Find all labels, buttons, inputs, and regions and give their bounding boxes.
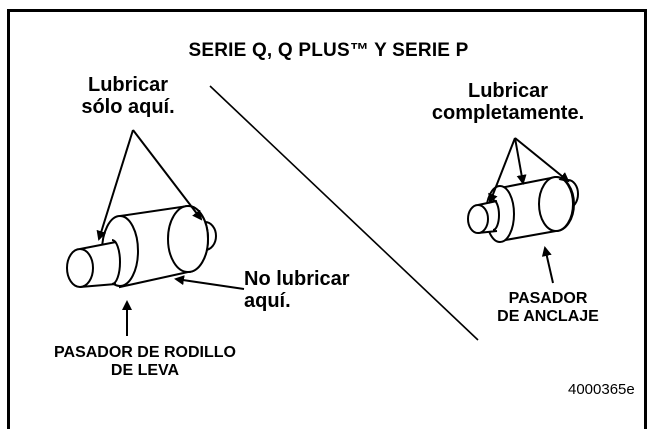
lubricate-arrows-right: [488, 137, 570, 204]
lubricate-label-line-1: Lubricar: [467, 80, 549, 102]
figure-id: 4000365e: [568, 381, 635, 398]
do-not-lubricate-label: No lubricar aquí.: [244, 268, 350, 313]
figure-title: SERIE Q, Q PLUS™ Y SERIE P: [188, 40, 469, 61]
anchor-pin-arrow: [541, 246, 554, 284]
no-lubricate-line-2: aquí.: [244, 290, 291, 313]
cam-roller-pin-label: PASADOR DE RODILLO DE LEVA: [20, 344, 270, 380]
anchor-pin-drawing: [467, 175, 579, 243]
anchor-pin-label: PASADOR DE ANCLAJE: [488, 290, 608, 326]
lubricate-arrows-left: [96, 129, 203, 241]
anchor-pin-line-1: PASADOR: [508, 290, 588, 307]
lubricate-label-line-2: completamente.: [431, 102, 585, 125]
cam-roller-pin-drawing: [66, 204, 217, 289]
no-lubricate-line-1: No lubricar: [244, 268, 350, 290]
lubricate-completely-label: Lubricar completamente.: [418, 80, 598, 125]
lubricate-here-only-label: Lubricar sólo aquí.: [48, 74, 208, 119]
lubricate-label-line-2: sólo aquí.: [81, 96, 175, 119]
figure-frame: [7, 9, 647, 429]
anchor-pin-line-2: DE ANCLAJE: [497, 307, 599, 325]
cam-pin-line-2: DE LEVA: [110, 361, 180, 379]
lubricate-label-line-1: Lubricar: [87, 74, 169, 96]
no-lubricate-arrow: [174, 275, 245, 290]
divider-line: [209, 85, 479, 341]
cam-pin-line-1: PASADOR DE RODILLO: [54, 344, 236, 361]
